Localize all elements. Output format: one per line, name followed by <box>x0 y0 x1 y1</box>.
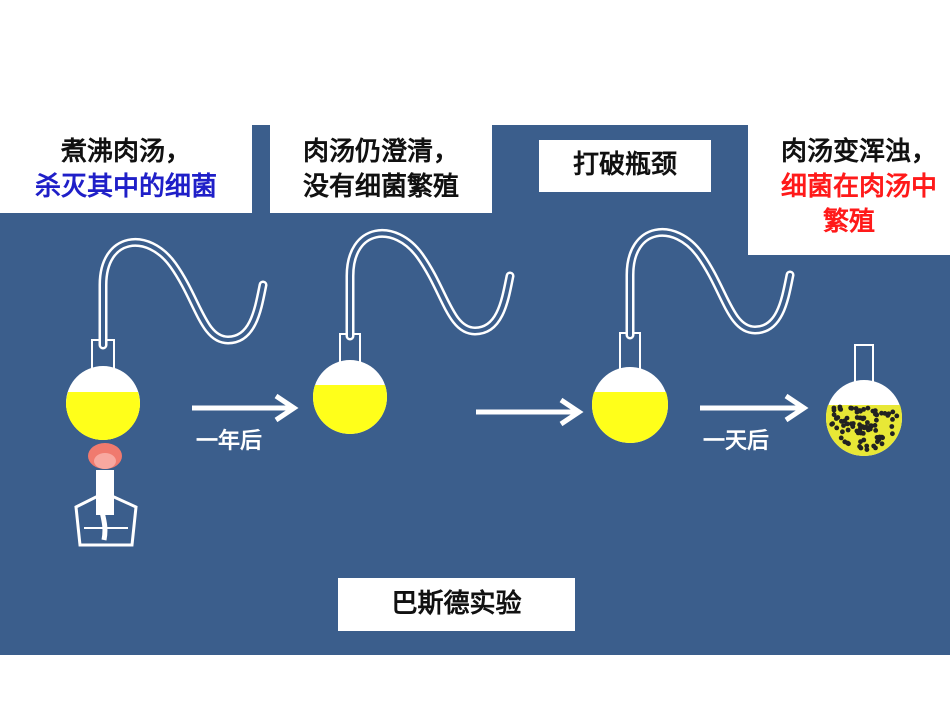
arrow-2 <box>476 397 584 427</box>
bacterium-dot <box>872 423 878 428</box>
bacterium-dot <box>879 441 885 447</box>
bacterium-dot <box>835 415 841 420</box>
bacterium-dot <box>889 424 895 429</box>
bacterium-dot <box>873 428 879 433</box>
arrow-1 <box>192 393 299 423</box>
bacterium-dot <box>865 420 870 425</box>
bacterium-dot <box>874 412 880 418</box>
bacterium-dot <box>831 412 837 418</box>
bacterium-dot <box>842 439 848 445</box>
bacterium-dot <box>879 410 884 416</box>
bacterium-dot <box>861 437 867 443</box>
caption-turbid-line3: 繁殖 <box>822 207 875 237</box>
bacterium-dot <box>840 429 845 435</box>
bacterium-dot <box>871 443 877 449</box>
caption-clear-line2: 没有细菌繁殖 <box>302 172 459 202</box>
bacterium-dot <box>868 423 874 428</box>
caption-turbid-line1: 肉汤变浑浊， <box>780 137 937 167</box>
bacterium-dot <box>864 447 870 452</box>
caption-break-neck: 打破瓶颈 <box>539 140 711 192</box>
arrow-3 <box>700 393 809 423</box>
bacterium-dot <box>854 415 860 420</box>
bacterium-dot <box>890 417 895 422</box>
caption-turbid: 肉汤变浑浊， 细菌在肉汤中 繁殖 <box>748 125 950 255</box>
bacterium-dot <box>838 435 844 441</box>
bacterium-dot <box>834 425 840 431</box>
bacterium-dot <box>861 425 867 431</box>
arrow-1-label: 一年后 <box>196 429 263 454</box>
flask-4-broken-neck <box>825 344 903 456</box>
bacterium-dot <box>858 430 864 436</box>
bacterium-dot <box>864 443 870 449</box>
bacterium-dot <box>845 427 851 433</box>
flask-3-swan-neck <box>591 232 790 443</box>
caption-clear: 肉汤仍澄清， 没有细菌繁殖 <box>270 125 492 213</box>
caption-break-neck-line1: 打破瓶颈 <box>572 150 677 180</box>
bacterium-dot <box>861 407 866 412</box>
caption-clear-line1: 肉汤仍澄清， <box>302 137 459 167</box>
bacterium-dot <box>885 413 891 418</box>
bacterium-dot <box>890 431 895 437</box>
bacterium-dot <box>858 445 864 451</box>
bacterium-dot <box>849 405 855 411</box>
bacterium-dot <box>844 421 850 427</box>
bacterium-dot <box>854 428 860 434</box>
bacterium-dot <box>829 421 835 427</box>
bacterium-dot <box>850 424 856 429</box>
caption-boil-line2: 杀灭其中的细菌 <box>34 172 217 202</box>
bacterium-dot <box>841 423 846 428</box>
caption-boil-line1: 煮沸肉汤， <box>60 137 191 167</box>
experiment-title: 巴斯德实验 <box>338 578 575 631</box>
bacterium-dot <box>837 404 843 410</box>
flask-1-swan-neck <box>66 242 263 440</box>
bacterium-dot <box>839 418 844 424</box>
alcohol-lamp-icon <box>74 470 138 547</box>
bacterium-dot <box>874 417 879 423</box>
caption-boil: 煮沸肉汤， 杀灭其中的细菌 <box>0 125 252 213</box>
arrow-3-label: 一天后 <box>703 429 770 454</box>
flask-2-swan-neck <box>313 233 510 434</box>
caption-turbid-line2: 细菌在肉汤中 <box>780 172 937 202</box>
bacteria-dots <box>829 404 900 452</box>
flame-icon <box>88 443 122 469</box>
bacterium-dot <box>853 406 859 411</box>
bacterium-dot <box>860 416 866 422</box>
bacterium-dot <box>857 422 862 428</box>
bacterium-dot <box>857 408 863 413</box>
bacterium-dot <box>865 405 871 411</box>
bacterium-dot <box>894 413 900 419</box>
bacterium-dot <box>877 434 882 440</box>
bacterium-dot <box>831 407 837 413</box>
bacterium-dot <box>890 409 896 415</box>
experiment-title-text: 巴斯德实验 <box>391 589 522 619</box>
